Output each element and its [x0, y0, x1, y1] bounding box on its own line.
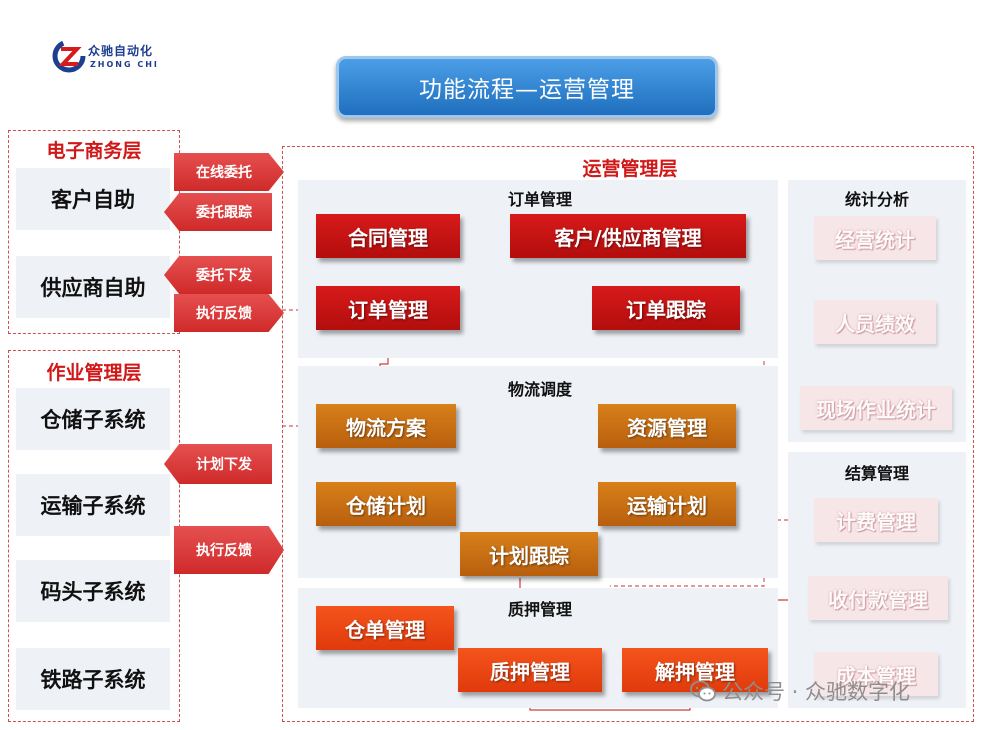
plan-issue-arrow: 计划下发	[164, 444, 272, 484]
storage-plan: 仓储计划	[316, 482, 456, 526]
business-statistics: 经营统计	[814, 216, 936, 260]
logistics-plan: 物流方案	[316, 404, 456, 448]
logistics-panel-title: 物流调度	[507, 380, 572, 399]
pledge-panel-title: 质押管理	[507, 600, 572, 619]
railway-subsystem: 铁路子系统	[16, 648, 170, 710]
staff-performance: 人员绩效	[814, 300, 936, 344]
watermark: 公众号 · 众驰数字化	[690, 676, 910, 706]
watermark-text: 公众号 · 众驰数字化	[722, 680, 911, 704]
wechat-icon	[690, 680, 716, 702]
release-management: 解押管理	[622, 648, 768, 692]
wharf-subsystem: 码头子系统	[16, 560, 170, 622]
customer-supplier-management: 客户/供应商管理	[510, 214, 746, 258]
settlement-panel-title: 结算管理	[844, 464, 909, 483]
exec-feedback-arrow-1: 执行反馈	[174, 294, 284, 332]
exec-feedback-arrow-2: 执行反馈	[174, 526, 284, 574]
billing-management: 计费管理	[814, 498, 938, 542]
supplier-self-service: 供应商自助	[16, 256, 170, 318]
ecommerce-layer-title: 电子商务层	[46, 140, 142, 162]
logo-text-cn: 众驰自动化	[88, 44, 154, 58]
stats-panel-title: 统计分析	[844, 190, 909, 209]
contract-management: 合同管理	[316, 214, 460, 258]
logo-text-en: ZHONG CHI	[90, 60, 159, 69]
pledge-management: 质押管理	[458, 648, 602, 692]
field-operation-statistics: 现场作业统计	[800, 386, 952, 430]
transport-plan: 运输计划	[598, 482, 736, 526]
company-logo: 众驰自动化 ZHONG CHI	[52, 36, 192, 80]
ecommerce-layer-frame	[8, 130, 180, 334]
order-tracking: 订单跟踪	[592, 286, 740, 330]
customer-self-service: 客户自助	[16, 168, 170, 230]
zhongchi-logo-icon	[52, 39, 86, 73]
ops-mgmt-frame	[282, 146, 974, 722]
ops-mgmt-title: 运营管理层	[582, 158, 678, 180]
entrust-issue-arrow: 委托下发	[164, 256, 272, 294]
order-panel-title: 订单管理	[507, 190, 572, 209]
resource-management: 资源管理	[598, 404, 736, 448]
transport-subsystem: 运输子系统	[16, 474, 170, 536]
warehouse-receipt-management: 仓单管理	[316, 606, 454, 650]
receipt-payment-management: 收付款管理	[808, 576, 948, 620]
cost-management: 成本管理	[814, 652, 938, 696]
operations-layer-title: 作业管理层	[46, 362, 142, 384]
order-management: 订单管理	[316, 286, 460, 330]
entrust-track-arrow: 委托跟踪	[164, 193, 272, 231]
warehouse-subsystem: 仓储子系统	[16, 388, 170, 450]
plan-tracking: 计划跟踪	[460, 532, 598, 576]
page-title: 功能流程—运营管理	[336, 56, 718, 118]
online-entrust-arrow: 在线委托	[174, 153, 284, 191]
